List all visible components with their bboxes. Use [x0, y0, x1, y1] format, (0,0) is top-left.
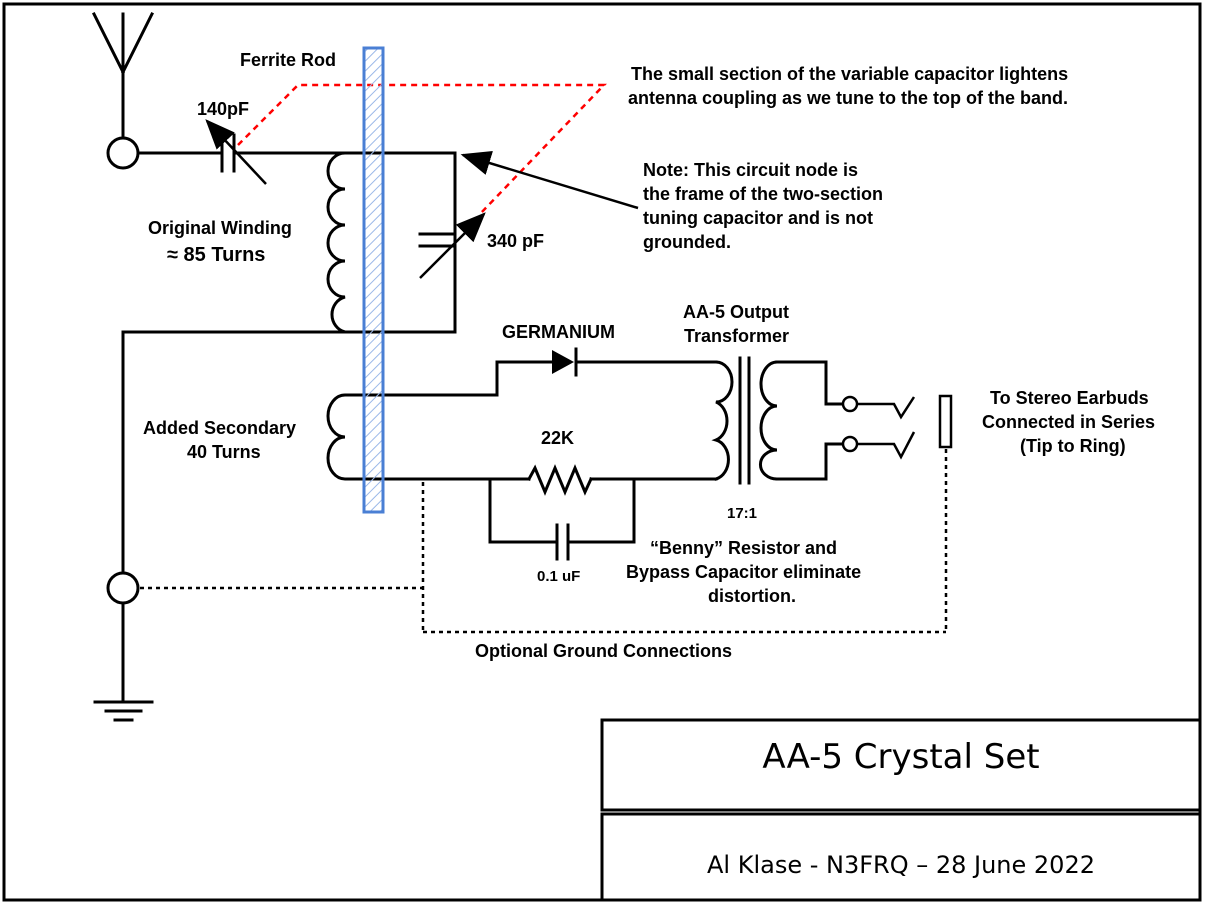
resistor-22k-icon	[526, 464, 593, 496]
output-transformer-icon	[711, 356, 779, 485]
node-note-line3: tuning capacitor and is not	[643, 208, 873, 228]
germanium-label: GERMANIUM	[502, 322, 615, 342]
transformer-label-line1: AA-5 Output	[683, 302, 789, 322]
bypass-capacitor-icon	[555, 523, 570, 561]
title-text: AA-5 Crystal Set	[762, 737, 1039, 777]
benny-note-line2: Bypass Capacitor eliminate	[626, 562, 861, 582]
cap-01uf-label: 0.1 uF	[537, 568, 580, 585]
cap-140pf-label: 140pF	[197, 99, 249, 119]
antenna-coupling-note-line2: antenna coupling as we tune to the top o…	[628, 88, 1068, 108]
node-note-line4: grounded.	[643, 232, 731, 252]
earbuds-label-line2: Connected in Series	[982, 412, 1155, 432]
ground-icon	[93, 700, 154, 722]
secondary-coil	[326, 393, 499, 481]
benny-note-line1: “Benny” Resistor and	[650, 538, 837, 558]
optional-ground-label: Optional Ground Connections	[475, 641, 732, 661]
node-note-line2: the frame of the two-section	[643, 184, 883, 204]
variable-capacitor-340pf	[418, 212, 486, 279]
ground-terminal	[106, 571, 140, 605]
earbuds-label-line3: (Tip to Ring)	[1020, 436, 1126, 456]
earbuds-label-line1: To Stereo Earbuds	[990, 388, 1149, 408]
antenna-coupling-note-line1: The small section of the variable capaci…	[631, 64, 1068, 84]
resistor-22k-label: 22K	[541, 428, 574, 448]
ferrite-rod	[362, 46, 385, 514]
antenna-terminal	[106, 136, 140, 170]
author-date-text: Al Klase - N3FRQ – 28 June 2022	[707, 851, 1095, 879]
antenna-icon	[91, 11, 155, 140]
original-winding-label-line1: Original Winding	[148, 218, 292, 238]
secondary-label-line1: Added Secondary	[143, 418, 296, 438]
original-winding-label-line2: ≈ 85 Turns	[167, 244, 265, 266]
benny-note-line3: distortion.	[708, 586, 796, 606]
ratio-label: 17:1	[727, 505, 757, 522]
node-pointer-arrow	[460, 151, 639, 210]
cap-340pf-label: 340 pF	[487, 231, 544, 251]
original-winding-coil	[326, 151, 457, 334]
node-note-line1: Note: This circuit node is	[643, 160, 858, 180]
earbud-jack-icon	[841, 394, 953, 460]
secondary-label-line2: 40 Turns	[187, 442, 261, 462]
germanium-diode-icon	[552, 347, 578, 377]
gang-linkage-dashed	[237, 83, 607, 215]
transformer-label-line2: Transformer	[684, 326, 789, 346]
ferrite-rod-label: Ferrite Rod	[240, 50, 336, 70]
optional-ground-dotted	[140, 449, 948, 634]
title-block	[600, 718, 1202, 902]
